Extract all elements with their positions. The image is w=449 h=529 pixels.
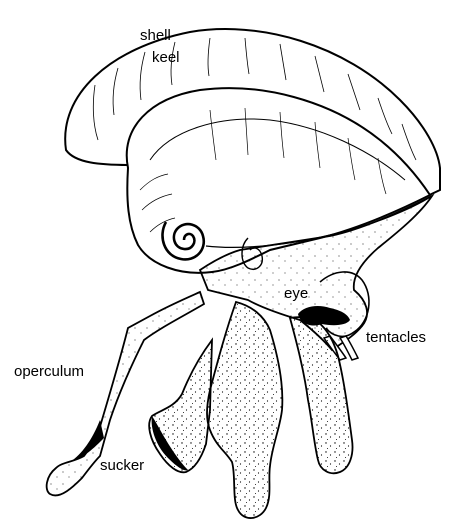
- label-operculum: operculum: [14, 364, 84, 379]
- label-eye: eye: [284, 286, 308, 301]
- sucker-lobe: [149, 340, 212, 472]
- label-keel: keel: [152, 50, 180, 65]
- label-sucker: sucker: [100, 458, 144, 473]
- label-shell: shell: [140, 28, 171, 43]
- label-tentacles: tentacles: [366, 330, 426, 345]
- fin: [207, 302, 282, 518]
